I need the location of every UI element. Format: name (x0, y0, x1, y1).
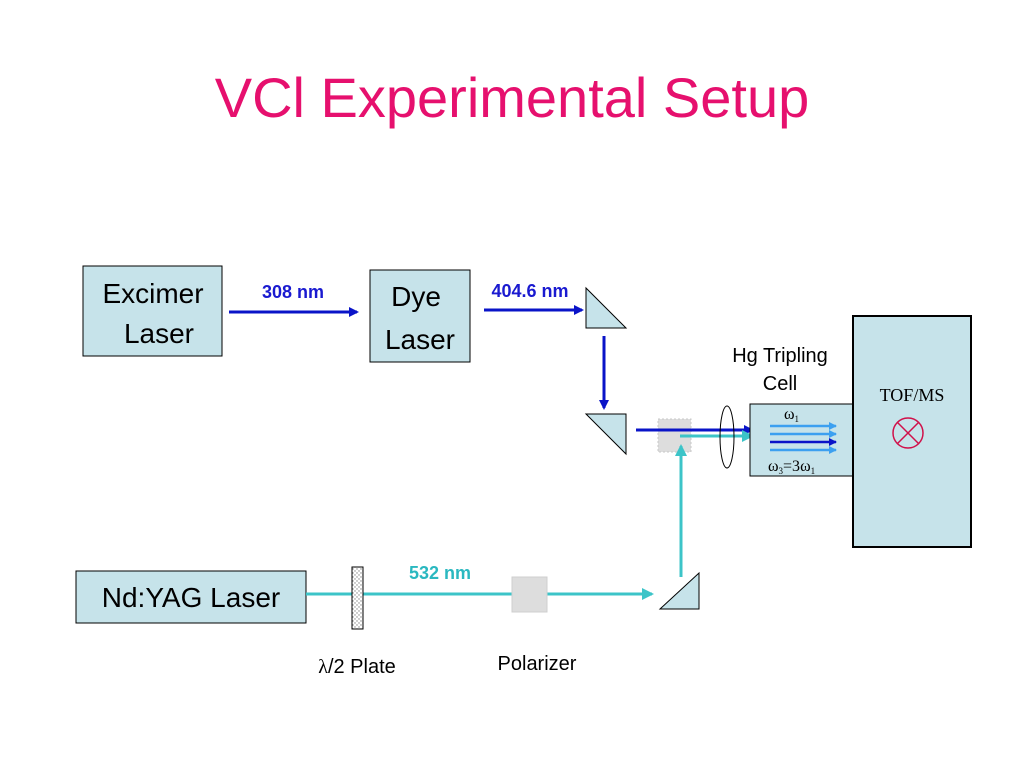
page-title: VCl Experimental Setup (214, 66, 810, 129)
dye-label-line1: Dye (391, 281, 441, 312)
omega3-label: ω3=3ω1 (768, 458, 815, 476)
half-wave-plate (351, 566, 364, 630)
wavelength-308: 308 nm (262, 282, 324, 302)
lambda-symbol: λ (318, 656, 328, 678)
polarizer-label: Polarizer (498, 653, 577, 675)
omega3-symbol: ω (768, 458, 779, 475)
upper-prism (585, 286, 628, 329)
wavelength-532: 532 nm (409, 563, 471, 583)
omega1-label: ω1 (784, 406, 799, 424)
lower-prism (584, 413, 627, 456)
dye-label-line2: Laser (385, 324, 455, 355)
ndyag-laser-box: Nd:YAG Laser (75, 570, 307, 624)
half-wave-plate-label: λ/2 Plate (318, 656, 396, 678)
wavelength-404: 404.6 nm (491, 281, 568, 301)
polarizer (511, 576, 548, 613)
excimer-label-line1: Excimer (102, 278, 203, 309)
tofms-box: TOF/MS (852, 315, 972, 548)
ndyag-label: Nd:YAG Laser (102, 582, 280, 613)
equals-three: =3 (783, 458, 800, 475)
omega1-subscript: 1 (795, 414, 800, 424)
bottom-prism (658, 571, 700, 610)
target-icon (892, 417, 924, 449)
excimer-laser-box: Excimer Laser (82, 265, 223, 357)
omega3-subscript: 3 (779, 466, 784, 476)
omega1b-symbol: ω (800, 458, 811, 475)
tofms-label: TOF/MS (880, 385, 945, 405)
half-wave-plate-text: /2 Plate (328, 656, 396, 678)
hg-cell-label-line1: Hg Tripling (732, 345, 828, 367)
dye-laser-box: Dye Laser (369, 269, 471, 363)
focusing-lens (719, 405, 735, 469)
omega-symbol: ω (784, 406, 795, 423)
omega1b-subscript: 1 (811, 466, 816, 476)
excimer-label-line2: Laser (124, 318, 194, 349)
hg-cell-label-line2: Cell (763, 373, 797, 395)
